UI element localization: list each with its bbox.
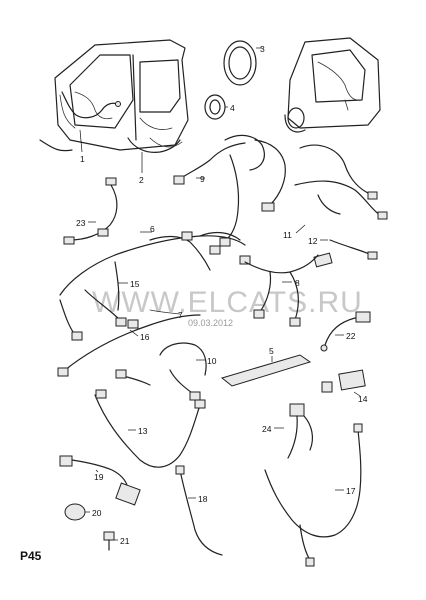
harness-24	[274, 403, 314, 459]
callout-4: 4	[230, 103, 235, 113]
door-harness-rear	[127, 137, 181, 173]
callout-10: 10	[207, 356, 217, 366]
callout-21: 21	[120, 536, 130, 546]
harness-7	[149, 309, 181, 315]
callout-6: 6	[150, 224, 155, 234]
watermark-text: WWW.ELCATS.RU	[92, 286, 363, 319]
tailgate-car-illustration	[284, 37, 381, 133]
callout-22: 22	[346, 331, 356, 341]
watermark-date: 09.03.2012	[188, 318, 233, 328]
callout-7: 7	[178, 310, 183, 320]
harness-10	[115, 342, 207, 401]
module-14	[321, 369, 366, 397]
housing-20	[64, 482, 141, 521]
callout-3: 3	[260, 44, 265, 54]
harness-15	[59, 261, 128, 341]
car-doors-illustration	[39, 39, 189, 152]
callout-13: 13	[138, 426, 148, 436]
callout-14: 14	[358, 394, 368, 404]
harness-18	[175, 465, 223, 556]
callout-11: 11	[283, 230, 292, 240]
page-code: P45	[20, 549, 42, 563]
callout-24: 24	[262, 424, 272, 434]
callout-1: 1	[80, 154, 85, 164]
harness-12	[320, 239, 378, 260]
callout-12: 12	[308, 236, 318, 246]
callout-17: 17	[346, 486, 356, 496]
grommet-seal	[223, 40, 262, 86]
callout-2: 2	[139, 175, 144, 185]
callout-16: 16	[140, 332, 150, 342]
callout-19: 19	[94, 472, 104, 482]
main-harness-6	[59, 231, 251, 296]
callout-5: 5	[269, 346, 274, 356]
callout-18: 18	[198, 494, 208, 504]
small-grommet	[204, 94, 228, 120]
callout-20: 20	[92, 508, 102, 518]
harness-17	[264, 423, 363, 567]
trim-strip-5	[220, 354, 312, 387]
harness-13	[94, 389, 206, 468]
bolt-21	[103, 531, 118, 551]
harness-23	[63, 177, 118, 245]
harness-9	[173, 134, 286, 247]
connector-near-12	[313, 252, 333, 268]
harness-16	[57, 314, 201, 377]
harness-11	[294, 144, 388, 234]
harness-19	[59, 455, 129, 489]
callout-8: 8	[295, 278, 300, 288]
callout-15: 15	[130, 279, 140, 289]
callout-9: 9	[200, 174, 205, 184]
door-harness-front	[61, 91, 121, 153]
harness-8	[244, 254, 319, 327]
callout-23: 23	[76, 218, 86, 228]
harness-22	[320, 311, 371, 352]
